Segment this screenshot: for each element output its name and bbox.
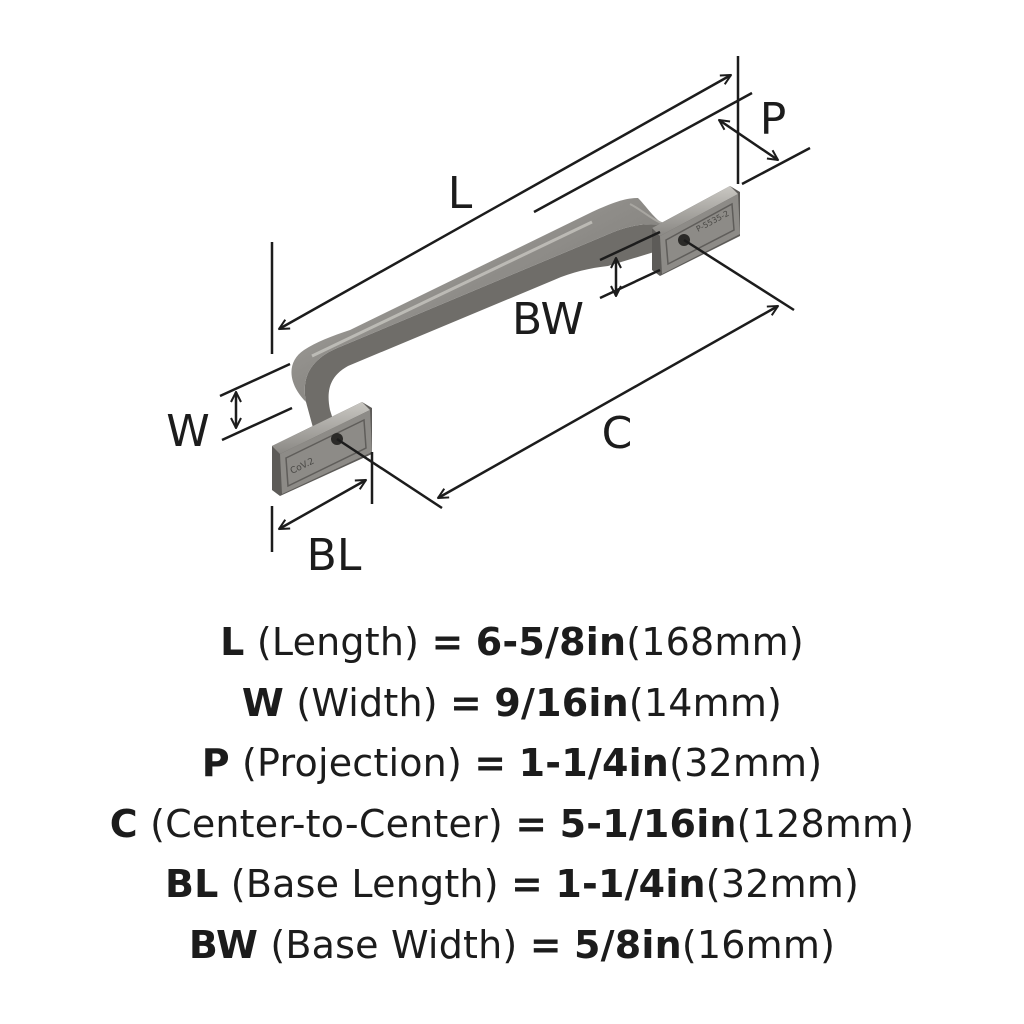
spec-equals: = <box>515 801 548 846</box>
spec-imperial: 1-1/4in <box>518 741 670 785</box>
spec-imperial: 1-1/4in <box>555 862 706 906</box>
spec-row-projection: P (Projection) = 1-1/4in(32mm) <box>0 733 1024 794</box>
dimension-spec-list: L (Length) = 6-5/8in(168mm) W (Width) = … <box>0 612 1024 975</box>
spec-name: (Length) <box>256 620 420 664</box>
projection-arrow <box>719 120 778 160</box>
spec-equals: = <box>431 620 464 664</box>
center-to-center-arrow <box>438 306 778 498</box>
spec-name: (Base Length) <box>230 862 499 906</box>
spec-code: P <box>201 741 230 785</box>
spec-row-width: W (Width) = 9/16in(14mm) <box>0 673 1024 734</box>
label-center-to-center: C <box>602 408 633 459</box>
spec-row-base-length: BL (Base Length) = 1-1/4in(32mm) <box>0 854 1024 915</box>
spec-metric: (16mm) <box>681 922 836 967</box>
spec-imperial: 9/16in <box>494 680 629 725</box>
spec-row-length: L (Length) = 6-5/8in(168mm) <box>0 612 1024 673</box>
spec-row-center-to-center: C (Center-to-Center) = 5-1/16in(128mm) <box>0 794 1024 855</box>
label-length: L <box>448 168 473 219</box>
spec-imperial: 5-1/16in <box>559 801 737 846</box>
base-width-extension-bottom <box>599 268 661 300</box>
spec-code: W <box>241 680 285 725</box>
width-extension-bottom <box>221 406 293 442</box>
length-reference-line <box>533 91 753 214</box>
handle-dimension-diagram: CoV.2 P-5535-2 <box>166 56 811 581</box>
spec-imperial: 5/8in <box>574 922 682 967</box>
spec-imperial: 6-5/8in <box>475 620 627 664</box>
projection-extension <box>741 146 811 186</box>
spec-metric: (168mm) <box>626 620 804 664</box>
spec-name: (Projection) <box>242 741 462 785</box>
spec-equals: = <box>511 862 544 906</box>
right-mounting-base: P-5535-2 <box>652 186 740 276</box>
center-extension-left <box>336 437 443 510</box>
spec-name: (Base Width) <box>270 922 518 967</box>
spec-equals: = <box>450 680 483 725</box>
spec-name: (Width) <box>296 680 438 725</box>
spec-metric: (14mm) <box>628 680 783 725</box>
spec-metric: (32mm) <box>705 862 860 906</box>
spec-metric: (32mm) <box>669 741 823 785</box>
center-extension-right <box>683 238 795 312</box>
base-width-extension-top <box>599 230 661 262</box>
spec-code: L <box>220 620 245 664</box>
label-base-width: BW <box>512 294 584 345</box>
spec-metric: (128mm) <box>736 801 915 846</box>
label-width: W <box>166 406 210 457</box>
length-arrow <box>279 75 731 329</box>
spec-equals: = <box>474 741 507 785</box>
spec-code: BW <box>188 922 259 967</box>
spec-equals: = <box>529 922 562 967</box>
label-projection: P <box>760 94 787 145</box>
spec-code: BL <box>164 862 219 906</box>
label-base-length: BL <box>307 530 362 581</box>
width-extension-top <box>219 362 291 398</box>
cabinet-pull-handle: CoV.2 P-5535-2 <box>272 186 740 496</box>
spec-code: C <box>109 801 138 846</box>
base-length-arrow <box>279 480 366 529</box>
spec-name: (Center-to-Center) <box>150 801 503 846</box>
dimension-lines <box>219 56 811 552</box>
spec-row-base-width: BW (Base Width) = 5/8in(16mm) <box>0 915 1024 976</box>
